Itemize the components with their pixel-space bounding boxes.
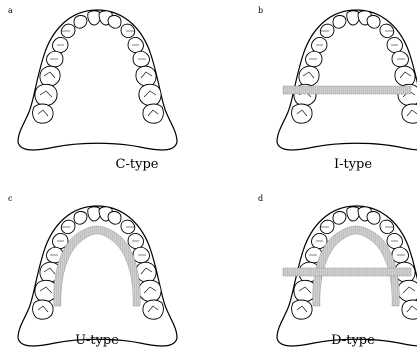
type-label-c: U-type	[75, 333, 119, 348]
palatal-bar-connector	[283, 86, 411, 94]
panel-letter-d: d	[258, 194, 263, 203]
panel-letter-c: c	[8, 194, 13, 203]
type-label-b: I-type	[334, 157, 372, 172]
panel-letter-a: a	[8, 6, 13, 15]
type-label-a: C-type	[116, 157, 159, 172]
type-label-d: D-type	[331, 333, 375, 348]
panel-d: d D-type	[258, 194, 417, 348]
panel-a: a C-type	[8, 6, 177, 172]
panel-b: b I-type	[258, 6, 417, 172]
panel-letter-b: b	[258, 6, 263, 15]
maxillary-arch-b	[277, 10, 417, 150]
panel-c: c U-type	[8, 194, 177, 348]
maxillary-arch-a	[18, 10, 177, 150]
palatal-bar-connector-d	[283, 268, 411, 276]
